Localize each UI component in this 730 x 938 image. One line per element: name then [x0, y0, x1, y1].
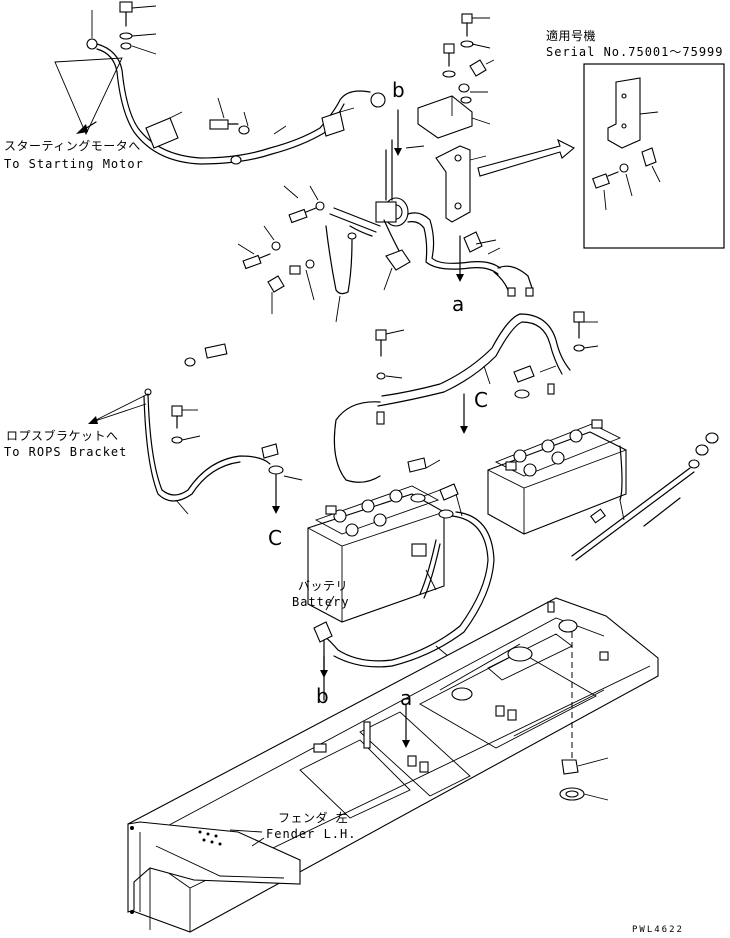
- applicability-title: 適用号機: [546, 29, 597, 43]
- ref-letter-a-upper: a: [452, 292, 465, 316]
- battery-label-en: Battery: [292, 595, 350, 609]
- battery-left: [307, 457, 495, 678]
- rops-ground-cable: [88, 343, 303, 515]
- fender-label-en: Fender L.H.: [266, 827, 357, 841]
- drawing-number: PWL4622: [632, 925, 684, 935]
- ref-letter-c-left: C: [268, 526, 282, 550]
- serial-range: Serial No.75001～75999: [546, 45, 724, 59]
- rops-bracket-label-en: To ROPS Bracket: [4, 445, 128, 459]
- fender-frame: [127, 597, 659, 933]
- ref-letter-b-lower: b: [316, 684, 329, 708]
- rops-bracket-label-jp: ロプスブラケットへ: [6, 429, 119, 443]
- battery-right: [487, 419, 719, 561]
- starting-motor-label-en: To Starting Motor: [4, 157, 144, 171]
- ref-letter-c-right: C: [474, 388, 488, 412]
- ref-letter-a-lower: a: [400, 686, 413, 710]
- relay-bracket-assembly: [237, 13, 575, 323]
- battery-interconnect-cable: [333, 311, 599, 483]
- fender-label-jp: フェンダ 左: [278, 811, 349, 825]
- starting-motor-cable: [54, 1, 386, 165]
- ref-letter-b-upper: b: [392, 78, 405, 102]
- starting-motor-label-jp: スターティングモータへ: [4, 139, 141, 153]
- battery-label-jp: バッテリ: [298, 579, 349, 593]
- serial-variant-inset: [583, 63, 725, 249]
